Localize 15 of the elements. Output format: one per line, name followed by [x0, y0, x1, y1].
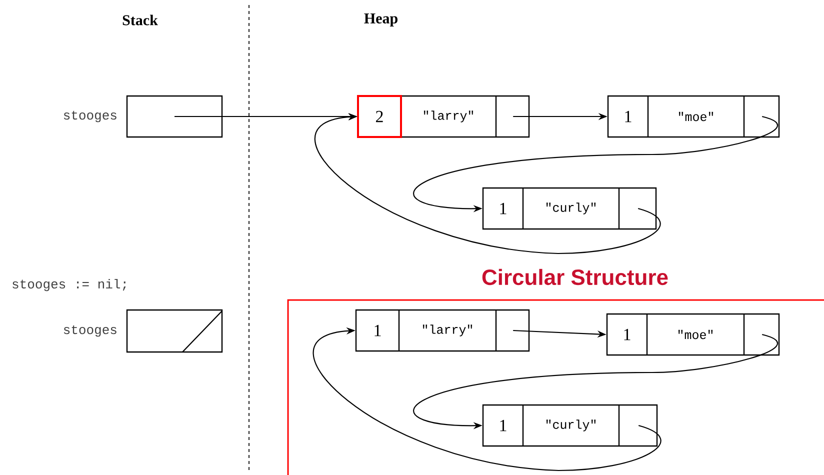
- record-box: 1 "moe": [606, 313, 780, 356]
- record-box: 1 "moe": [607, 95, 780, 138]
- record-box: 2 "larry": [357, 95, 530, 138]
- record-box: 1 "larry": [355, 309, 530, 352]
- record-box: 1 "curly": [482, 187, 657, 230]
- variable-name: stooges: [64, 325, 116, 337]
- variable-name: stooges: [64, 110, 116, 122]
- column-heading: Heap: [364, 14, 398, 27]
- pointer-arrow: [313, 327, 661, 472]
- variable-box: [126, 309, 223, 353]
- column-heading: Stack: [122, 14, 158, 26]
- variable-box: [126, 95, 223, 138]
- code-line: stooges := nil;: [12, 278, 126, 292]
- node-label: Circular Structure: [482, 268, 668, 286]
- record-box: 1 "curly": [482, 404, 658, 447]
